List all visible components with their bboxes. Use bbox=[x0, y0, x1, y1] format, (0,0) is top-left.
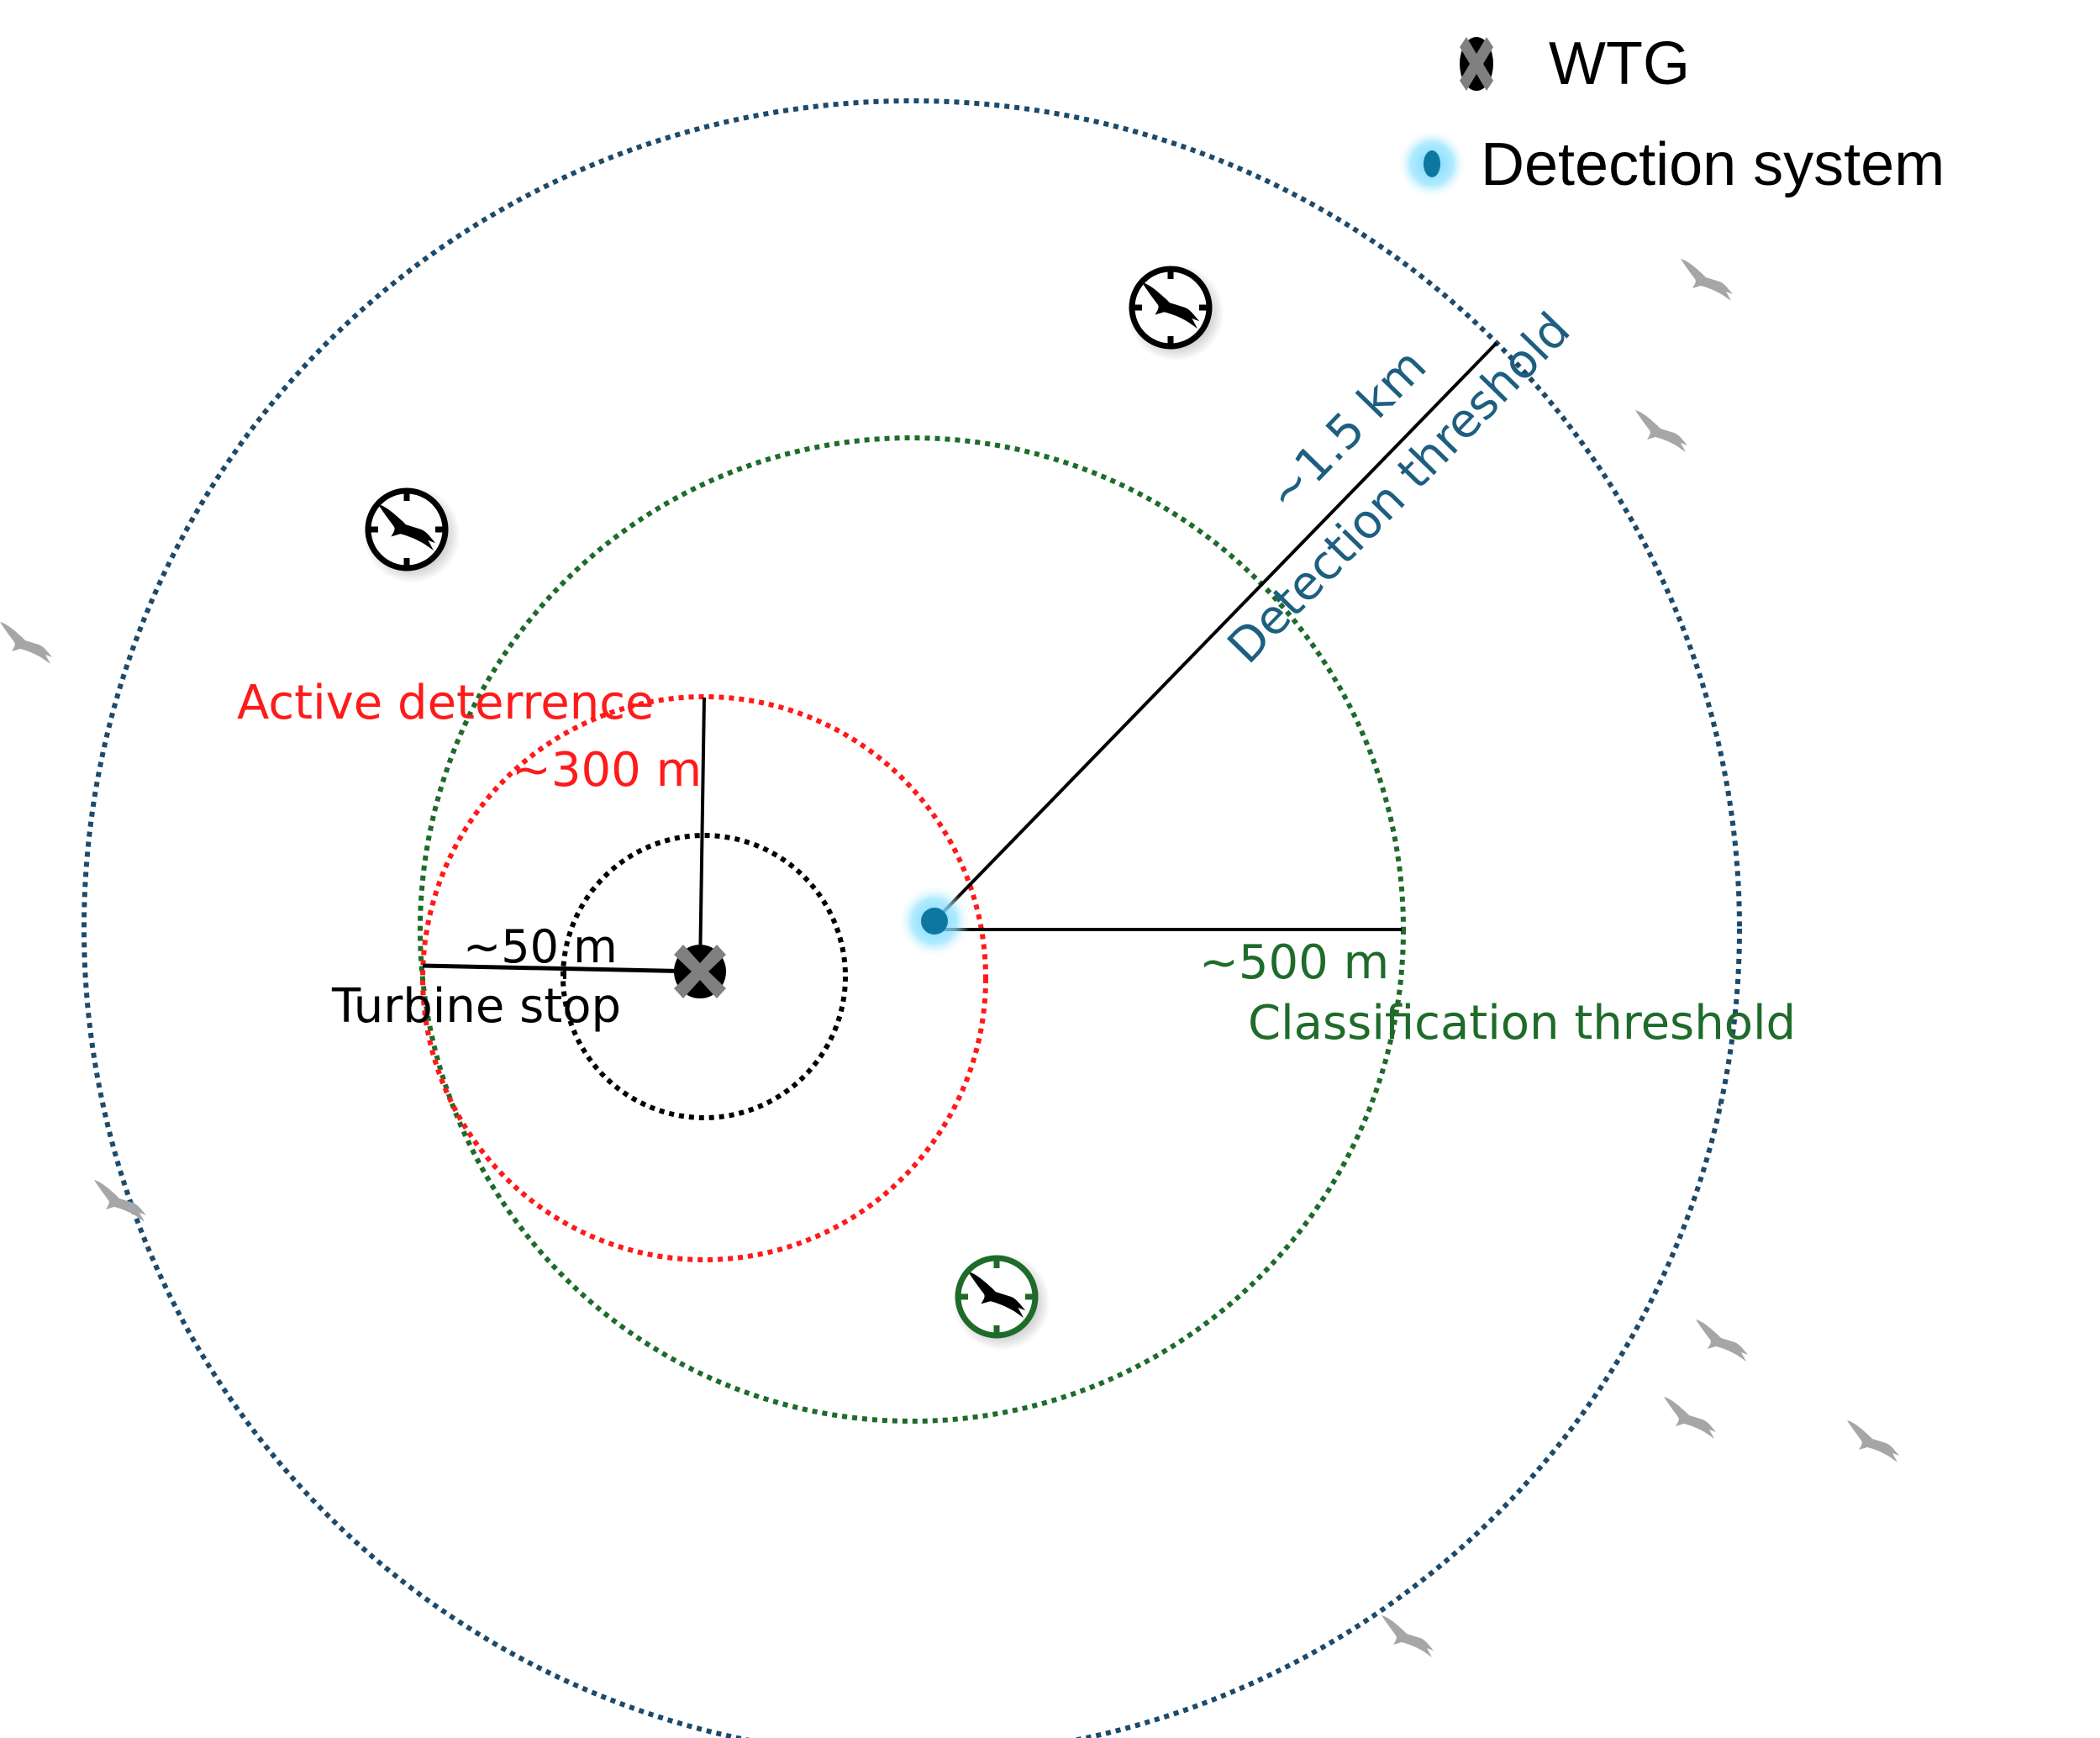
bird-icon bbox=[1696, 1319, 1748, 1361]
legend: WTG Detection system bbox=[1397, 30, 1945, 199]
deterrence-label: Active deterrence bbox=[237, 676, 654, 730]
turbine-stop-radius-line bbox=[422, 963, 701, 974]
bird-icon bbox=[0, 622, 52, 664]
legend-detection-label: Detection system bbox=[1481, 131, 1945, 198]
detection-threshold-circle bbox=[82, 98, 1742, 1738]
bird-icon bbox=[1847, 1420, 1899, 1462]
bird-target-icon bbox=[363, 486, 461, 583]
active-deterrence-circle bbox=[420, 694, 988, 1262]
detection-system-icon bbox=[897, 884, 971, 958]
bird-icon bbox=[1635, 410, 1687, 452]
legend-wtg-icon bbox=[1460, 37, 1493, 91]
bird-icon bbox=[94, 1180, 146, 1222]
bird-target-green-icon bbox=[953, 1253, 1050, 1351]
turbine-stop-circle bbox=[561, 833, 848, 1120]
bird-icon bbox=[1681, 259, 1733, 301]
bird-icon bbox=[1382, 1615, 1434, 1657]
deterrence-distance: ~300 m bbox=[512, 743, 702, 798]
legend-detection-icon bbox=[1397, 129, 1467, 199]
classification-label: Classification threshold bbox=[1248, 996, 1796, 1051]
turbine-stop-label: Turbine stop bbox=[331, 979, 621, 1034]
bird-target-icon bbox=[1127, 264, 1224, 361]
turbine-stop-distance: ~50 m bbox=[463, 920, 618, 973]
classification-distance: ~500 m bbox=[1199, 935, 1389, 990]
detection-radius-line bbox=[933, 341, 1498, 923]
deterrence-radius-line bbox=[698, 697, 706, 972]
wtg-icon bbox=[674, 945, 726, 998]
bird-icon bbox=[1664, 1397, 1716, 1439]
legend-wtg-label: WTG bbox=[1549, 30, 1690, 97]
classification-threshold-circle bbox=[418, 435, 1406, 1424]
